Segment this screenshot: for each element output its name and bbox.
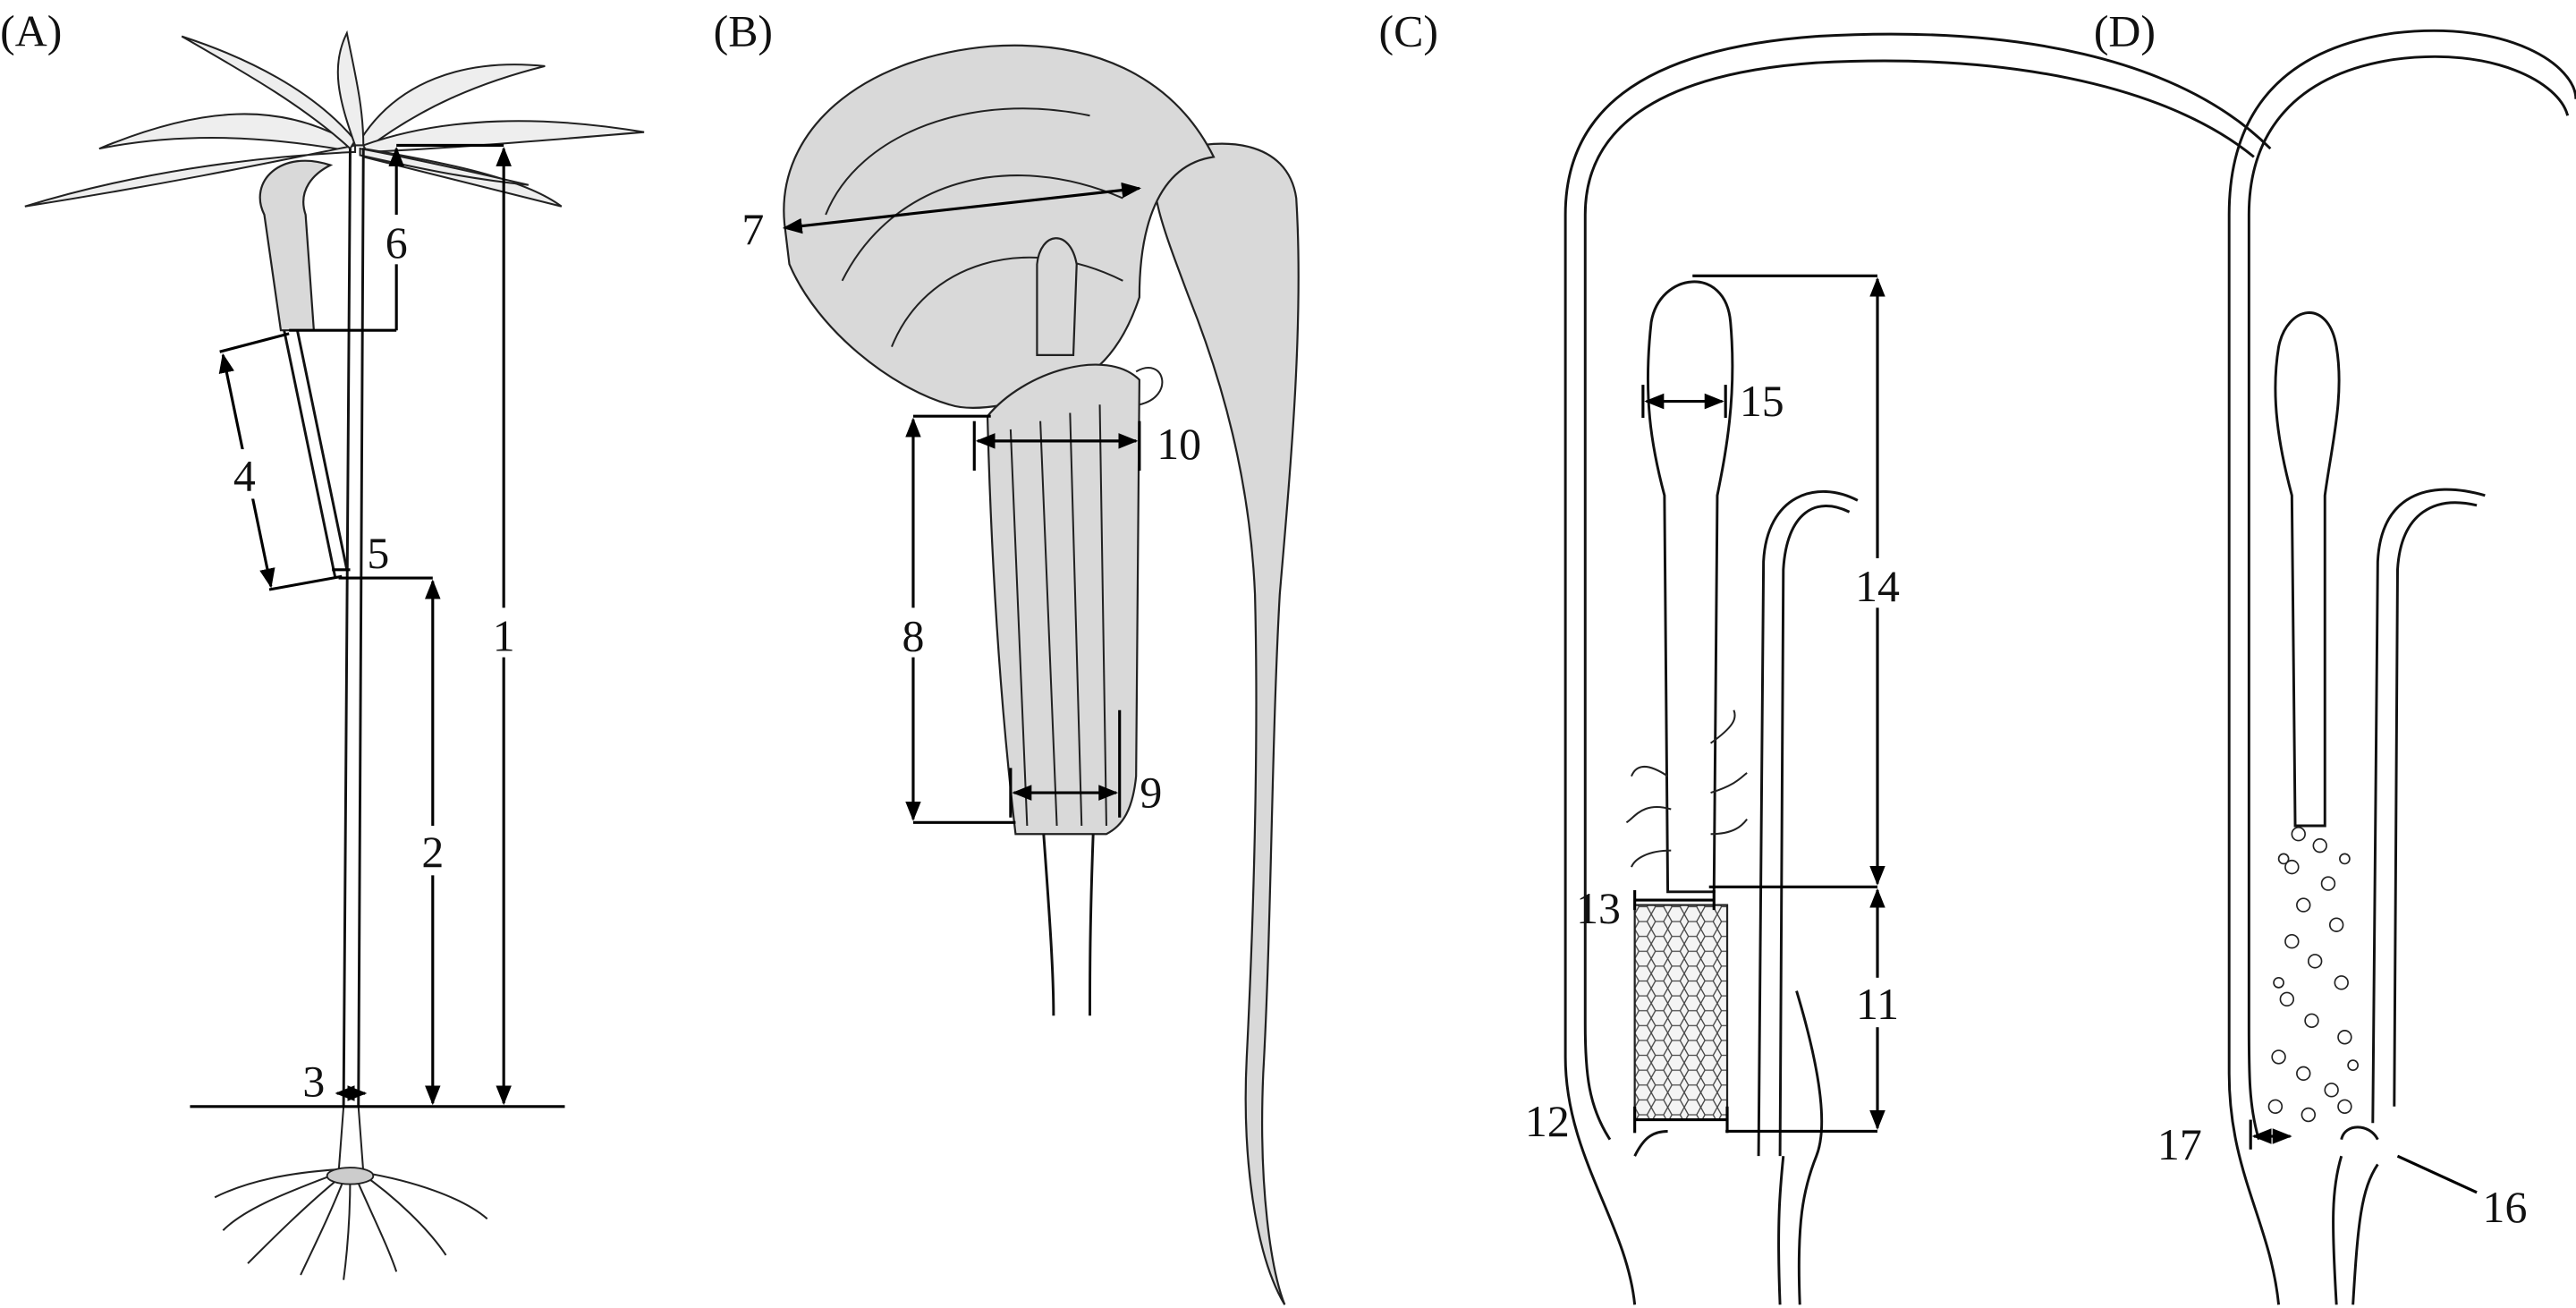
dimension-12-label: 12: [1525, 1097, 1570, 1146]
dimension-5-label: 5: [367, 529, 389, 578]
dimension-10-label: 10: [1157, 420, 1201, 469]
dimension-17-label: 17: [2157, 1120, 2202, 1169]
plant-illustration-a: [24, 30, 645, 1280]
dimension-6-label: 6: [386, 218, 408, 268]
dimension-11-label: 11: [1856, 980, 1899, 1029]
dimension-9-label: 9: [1140, 769, 1162, 818]
panel-d-label: (D): [2094, 7, 2156, 56]
dimension-7-arrow: [782, 182, 1142, 234]
dimension-14-label: 14: [1855, 562, 1900, 611]
dimension-8-label: 8: [902, 611, 925, 660]
dimension-1-label: 1: [493, 611, 515, 660]
dimension-16-label: 16: [2483, 1183, 2528, 1232]
panel-a: (A): [0, 7, 645, 1280]
panel-b-label: (B): [714, 7, 773, 56]
panel-b: (B) 7 8 9 10: [714, 7, 1300, 1305]
panel-c-label: (C): [1379, 7, 1438, 56]
flower-cluster: [2267, 826, 2360, 1123]
dimension-16-leader: [2396, 1154, 2478, 1194]
panel-d: (D) 17 16: [2094, 7, 2576, 1305]
panel-c: (C) 14 11 15 13 12: [1379, 7, 2272, 1305]
spathe-section-d: [2227, 29, 2576, 1305]
panel-a-label: (A): [0, 7, 62, 56]
dimension-2-label: 2: [421, 828, 444, 877]
dimension-15-label: 15: [1740, 377, 1784, 426]
spathe-section-c: [1563, 32, 2272, 1305]
dimension-13-label: 13: [1576, 884, 1621, 933]
dimension-7-label: 7: [741, 205, 764, 254]
spathe-illustration-b: [783, 44, 1300, 1305]
dimension-4-label: 4: [233, 451, 256, 500]
dimension-3-label: 3: [302, 1057, 325, 1107]
